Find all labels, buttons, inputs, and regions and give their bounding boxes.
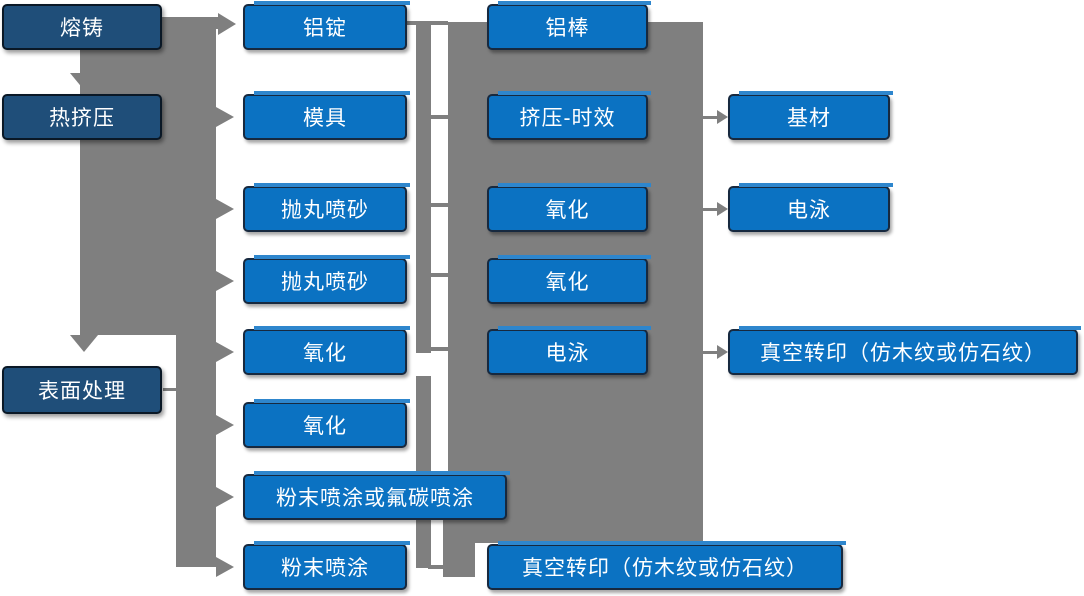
node-vacuum-transfer-2: 真空转印（仿木纹或仿石纹） xyxy=(728,326,1081,375)
arrowhead-to-oxidation-1-icon xyxy=(216,342,234,362)
arrow-to-electrophoresis-icon xyxy=(703,202,728,216)
node-shot-blasting-2: 抛丸喷砂 xyxy=(243,255,410,304)
node-base-material: 基材 xyxy=(728,91,893,140)
node-hot-extrusion: 热挤压 xyxy=(2,94,162,140)
arrowhead-to-shot-blasting-1-icon xyxy=(216,199,234,219)
tie-line-bottom-row xyxy=(428,565,444,569)
connector-surface-treatment-stub xyxy=(163,388,176,391)
arrowhead-to-mold-icon xyxy=(216,107,234,127)
node-oxidation-2: 氧化 xyxy=(243,399,410,448)
flow-band-vertical-branch xyxy=(176,17,216,567)
arrow-to-base-material-icon xyxy=(703,110,728,124)
node-vacuum-transfer-1: 真空转印（仿木纹或仿石纹） xyxy=(487,541,846,590)
tie-line-row1 xyxy=(407,21,448,25)
node-surface-treatment: 表面处理 xyxy=(2,366,162,414)
flow-band-vertical-left xyxy=(80,17,176,335)
node-powder-or-fluorocarbon-coating: 粉末喷涂或氟碳喷涂 xyxy=(243,471,510,520)
arrowhead-to-aluminum-ingot-icon xyxy=(218,13,236,35)
arrowhead-down-to-surface-treatment-icon xyxy=(70,335,98,352)
node-oxidation-3: 氧化 xyxy=(487,183,651,232)
arrow-to-vacuum-transfer-icon xyxy=(703,345,728,359)
node-electrophoresis-1: 电泳 xyxy=(487,326,651,375)
node-mold: 模具 xyxy=(243,91,410,140)
node-oxidation-4: 氧化 xyxy=(487,255,651,304)
node-powder-coating: 粉末喷涂 xyxy=(243,541,410,590)
node-extrusion-aging: 挤压-时效 xyxy=(487,91,651,140)
node-melting: 熔铸 xyxy=(2,4,162,50)
tie-line-row2 xyxy=(431,115,448,119)
node-electrophoresis-2: 电泳 xyxy=(728,183,893,232)
node-aluminum-ingot: 铝锭 xyxy=(243,1,410,50)
flow-band-col3-upper xyxy=(416,22,431,353)
tie-line-row5 xyxy=(431,347,448,351)
arrowhead-to-powder-fluorocarbon-icon xyxy=(216,487,234,507)
arrowhead-down-to-hot-extrusion-icon xyxy=(70,73,98,90)
node-oxidation-1: 氧化 xyxy=(243,326,410,375)
node-shot-blasting-1: 抛丸喷砂 xyxy=(243,183,410,232)
arrowhead-to-oxidation-2-icon xyxy=(216,415,234,435)
tie-line-row3 xyxy=(431,203,448,207)
arrowhead-to-powder-coating-icon xyxy=(216,557,234,577)
arrowhead-to-shot-blasting-2-icon xyxy=(216,271,234,291)
node-aluminum-rod: 铝棒 xyxy=(487,1,651,50)
tie-line-row4 xyxy=(431,273,448,277)
